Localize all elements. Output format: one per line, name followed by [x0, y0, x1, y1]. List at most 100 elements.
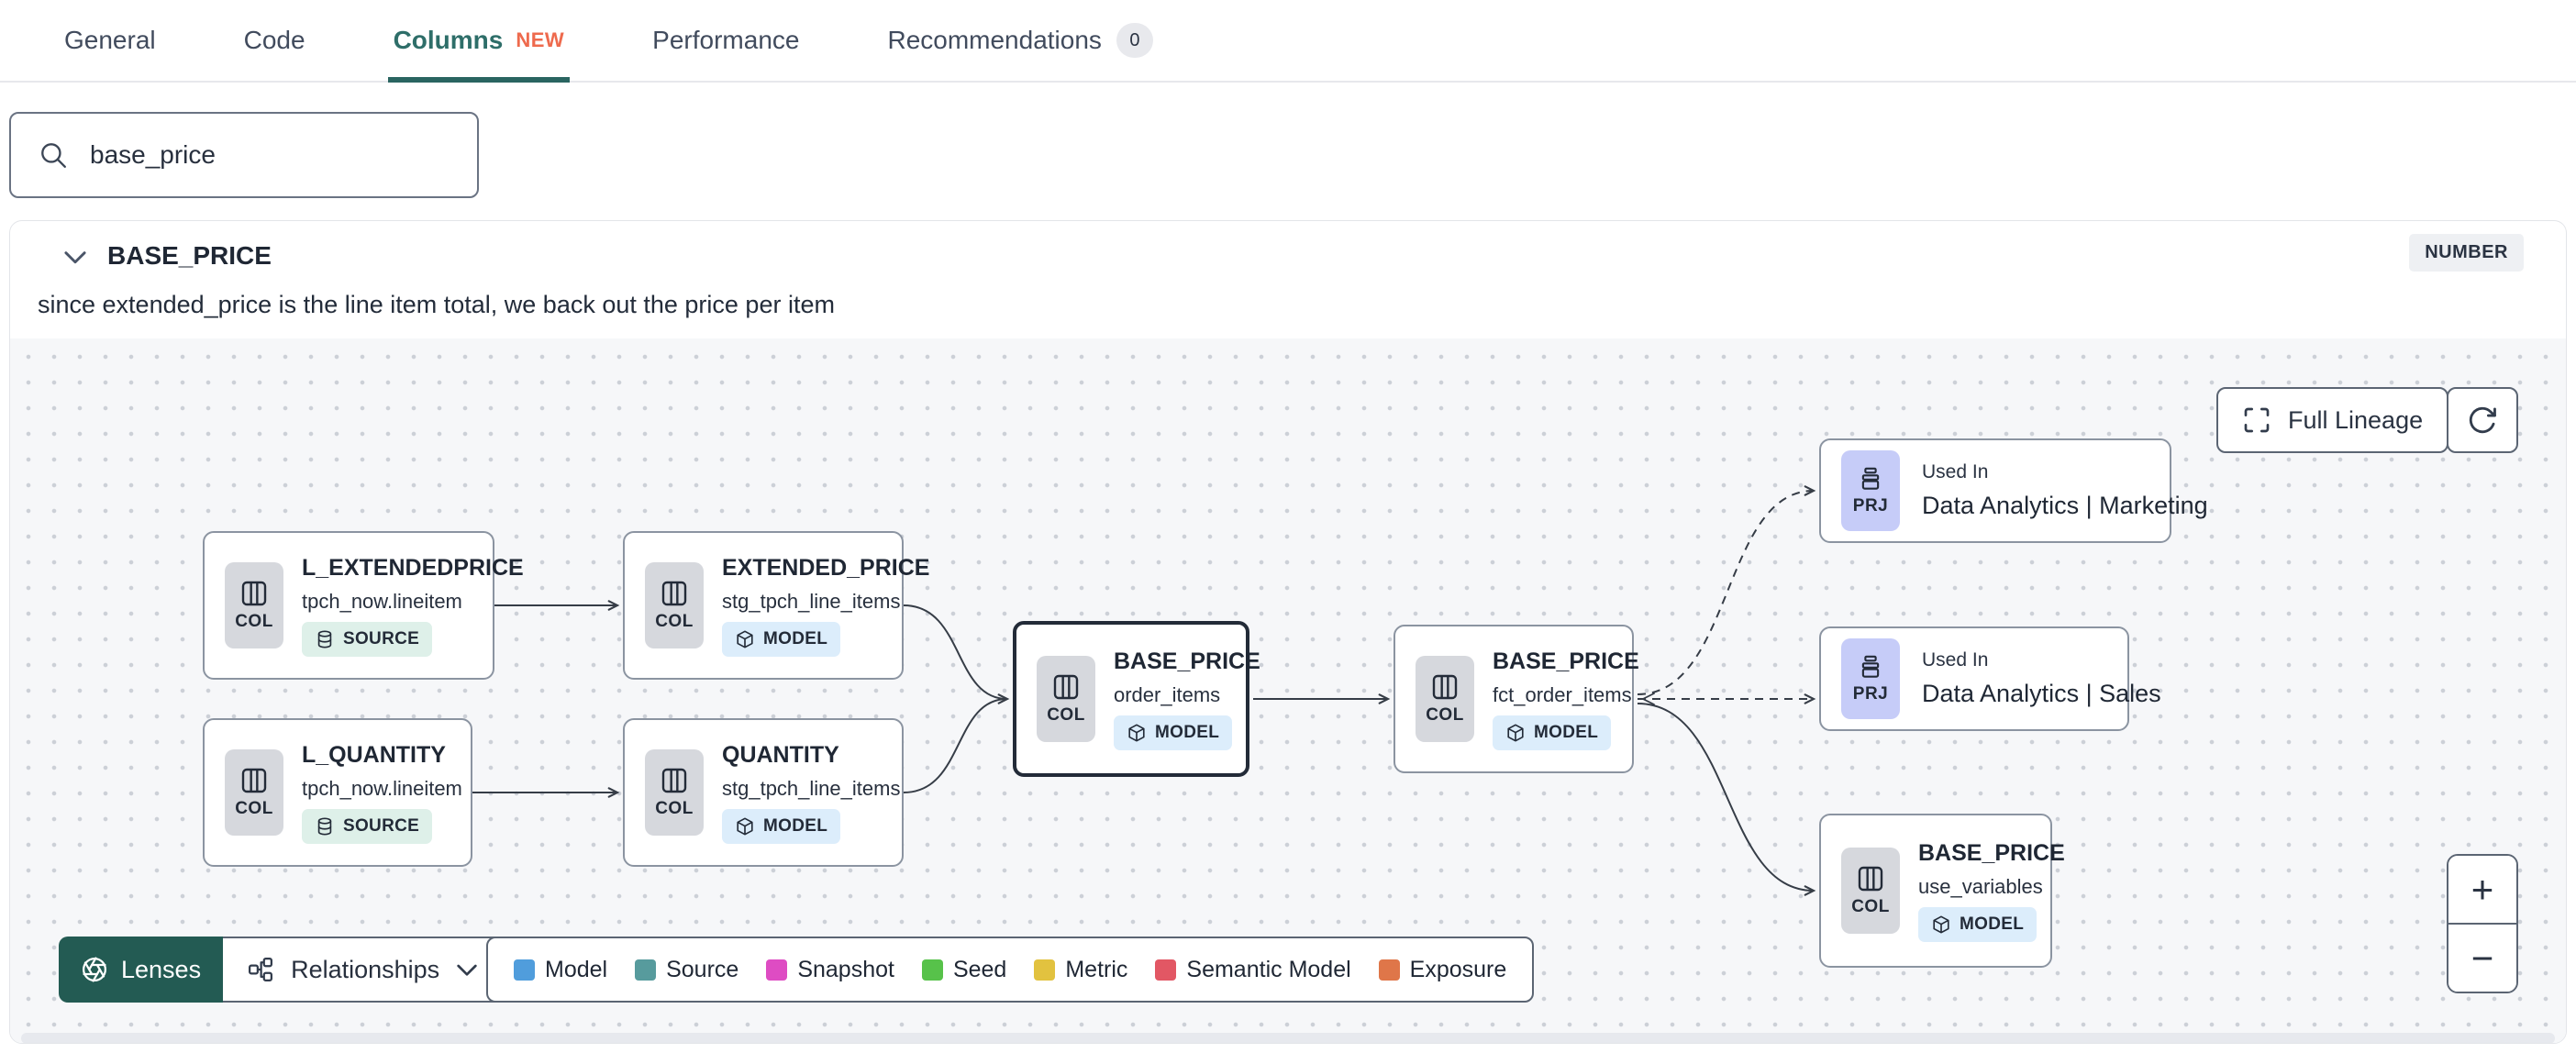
lineage-node-base-price-use-variables[interactable]: COL BASE_PRICE use_variables MODEL	[1819, 814, 2065, 968]
columns-icon	[241, 768, 267, 793]
tab-general-label: General	[64, 26, 156, 54]
columns-icon	[661, 768, 687, 793]
column-kind-badge: COL	[645, 749, 704, 836]
project-kind-badge: PRJ	[1841, 638, 1900, 719]
lineage-node-base-price-fct-order-items[interactable]: COL BASE_PRICE fct_order_items MODEL	[1393, 625, 1639, 773]
node-title: L_QUANTITY	[302, 741, 446, 768]
kind-label: PRJ	[1852, 496, 1889, 515]
node-subtitle: stg_tpch_line_items	[722, 589, 901, 613]
legend-item-seed: Seed	[921, 956, 1007, 983]
legend-swatch	[766, 959, 788, 981]
tag-label: MODEL	[763, 815, 828, 836]
tab-performance[interactable]: Performance	[652, 0, 799, 81]
tab-performance-label: Performance	[652, 26, 800, 54]
legend-swatch	[1034, 959, 1056, 981]
cube-icon	[737, 629, 753, 648]
horizontal-scrollbar[interactable]	[21, 1033, 2555, 1043]
lineage-node-quantity[interactable]: COL QUANTITY stg_tpch_line_items MODEL	[623, 718, 904, 867]
legend-item-semantic-model: Semantic Model	[1155, 956, 1351, 983]
database-icon	[317, 629, 332, 648]
source-tag: SOURCE	[302, 621, 433, 657]
lenses-toolbar: Lenses Relationships	[59, 937, 505, 1003]
zoom-control: + −	[2447, 854, 2518, 993]
columns-icon	[241, 581, 267, 606]
relationships-label: Relationships	[291, 955, 440, 983]
column-kind-badge: COL	[1841, 848, 1900, 934]
column-panel: BASE_PRICE NUMBER since extended_price i…	[9, 220, 2567, 1044]
columns-icon	[1053, 674, 1079, 700]
lenses-label: Lenses	[121, 955, 202, 983]
model-tag: MODEL	[722, 621, 841, 657]
tab-columns[interactable]: Columns NEW	[387, 0, 570, 83]
cube-icon	[1507, 723, 1524, 742]
node-title: EXTENDED_PRICE	[722, 554, 930, 581]
refresh-icon	[2469, 406, 2496, 434]
node-body: QUANTITY stg_tpch_line_items MODEL	[722, 742, 900, 844]
kind-label: COL	[1426, 705, 1464, 725]
full-lineage-button[interactable]: Full Lineage	[2216, 387, 2449, 453]
column-kind-badge: COL	[1037, 656, 1095, 742]
column-kind-badge: COL	[225, 749, 283, 836]
columns-icon	[1432, 674, 1458, 700]
legend-item-metric: Metric	[1034, 957, 1127, 983]
node-subtitle: use_variables	[1918, 874, 2043, 898]
legend-item-model: Model	[514, 957, 607, 983]
project-kind-badge: PRJ	[1841, 450, 1900, 531]
legend-swatch	[1155, 959, 1177, 981]
tab-general[interactable]: General	[64, 0, 156, 81]
legend-label: Exposure	[1409, 956, 1507, 982]
tab-recommendations-label: Recommendations	[887, 26, 1102, 54]
legend-swatch	[635, 959, 657, 981]
tag-label: MODEL	[1960, 914, 2025, 934]
column-search[interactable]	[9, 112, 479, 198]
node-subtitle: stg_tpch_line_items	[722, 776, 901, 800]
columns-icon	[1858, 866, 1883, 892]
used-in-label: Used In	[1922, 649, 1989, 671]
column-description: since extended_price is the line item to…	[38, 291, 835, 318]
kind-label: COL	[235, 612, 273, 631]
legend-label: Seed	[952, 956, 1007, 982]
cube-icon	[1933, 914, 1949, 934]
aperture-icon	[83, 957, 106, 982]
legend-label: Semantic Model	[1186, 956, 1351, 982]
model-tag: MODEL	[722, 808, 841, 844]
kind-label: PRJ	[1852, 684, 1889, 704]
project-name: Data Analytics | Marketing	[1922, 492, 2208, 519]
lineage-node-extended-price[interactable]: COL EXTENDED_PRICE stg_tpch_line_items M…	[623, 531, 929, 680]
node-body: Used In Data Analytics | Marketing	[1922, 461, 2208, 520]
tab-columns-label: Columns	[393, 26, 504, 54]
used-in-label: Used In	[1922, 461, 1989, 482]
node-subtitle: fct_order_items	[1493, 682, 1632, 706]
expand-icon	[2244, 407, 2270, 433]
lenses-button[interactable]: Lenses	[59, 937, 224, 1003]
tab-recommendations[interactable]: Recommendations 0	[887, 0, 1153, 81]
node-subtitle: tpch_now.lineitem	[302, 589, 462, 613]
legend-swatch	[514, 959, 535, 981]
collapse-chevron-icon[interactable]	[63, 249, 87, 265]
tab-code[interactable]: Code	[244, 0, 305, 81]
node-body: L_EXTENDEDPRICE tpch_now.lineitem SOURCE	[302, 555, 524, 657]
relationships-dropdown[interactable]: Relationships	[223, 937, 505, 1003]
legend-label: Source	[666, 956, 739, 982]
search-input[interactable]	[90, 140, 439, 170]
zoom-out-button[interactable]: −	[2448, 925, 2516, 992]
lineage-canvas[interactable]: COL L_EXTENDEDPRICE tpch_now.lineitem SO…	[10, 338, 2566, 1043]
lineage-node-used-in-marketing[interactable]: PRJ Used In Data Analytics | Marketing	[1819, 438, 2208, 543]
project-archive-icon	[1861, 467, 1880, 490]
column-name: BASE_PRICE	[107, 241, 272, 270]
tag-label: MODEL	[763, 628, 828, 648]
node-title: QUANTITY	[722, 741, 839, 768]
column-panel-header: BASE_PRICE NUMBER since extended_price i…	[10, 221, 2566, 338]
node-body: Used In Data Analytics | Sales	[1922, 649, 2161, 708]
model-tag: MODEL	[1493, 715, 1612, 750]
lineage-node-l-extendedprice[interactable]: COL L_EXTENDEDPRICE tpch_now.lineitem SO…	[203, 531, 524, 680]
lineage-node-l-quantity[interactable]: COL L_QUANTITY tpch_now.lineitem SOURCE	[203, 718, 472, 867]
lineage-node-used-in-sales[interactable]: PRJ Used In Data Analytics | Sales	[1819, 626, 2161, 731]
column-type-badge: NUMBER	[2409, 234, 2524, 272]
node-type-legend: Model Source Snapshot Seed Metric Semant…	[486, 937, 1535, 1003]
zoom-in-button[interactable]: +	[2448, 856, 2516, 925]
lineage-node-base-price-order-items-selected[interactable]: COL BASE_PRICE order_items MODEL	[1013, 621, 1260, 777]
column-kind-badge: COL	[645, 562, 704, 648]
refresh-button[interactable]	[2447, 387, 2518, 453]
